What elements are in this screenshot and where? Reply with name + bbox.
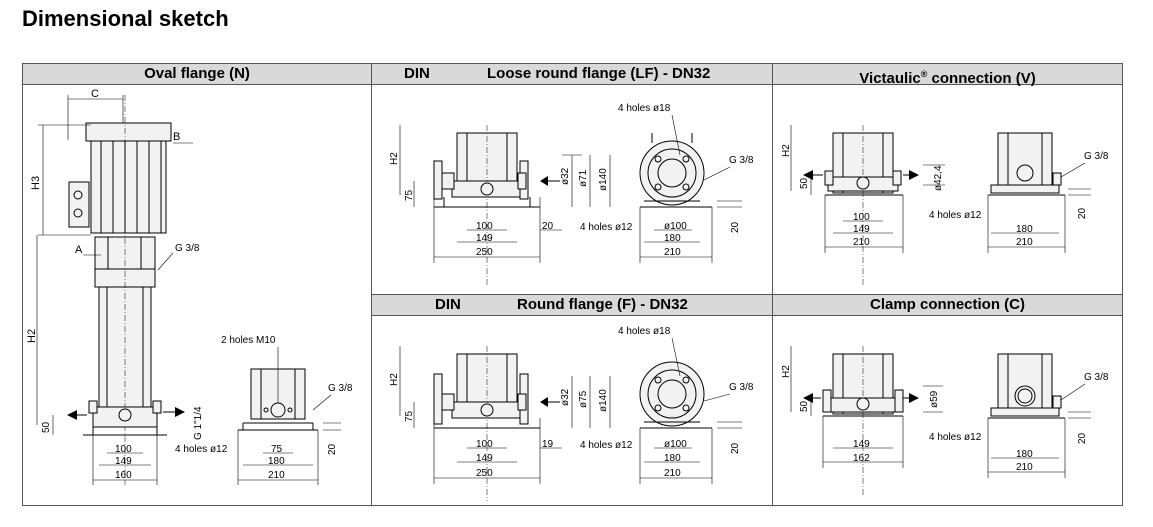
clamp-label-g38: G 3/8 [1084,372,1109,383]
victaulic-label-210b: 210 [1016,237,1033,248]
oval-flange-drawing: C B H3 A G 3/8 [26,88,353,485]
lf-label-holes18: 4 holes ø18 [618,103,671,114]
oval-label-75: 75 [271,444,283,455]
oval-label-160: 160 [115,470,132,481]
oval-label-g38: G 3/8 [175,243,200,254]
victaulic-panel: Victaulic® connection (V) H2 50 ø42,4 10… [772,63,1123,295]
victaulic-title: Victaulic® connection (V) [859,69,1036,87]
lf-label-250: 250 [476,247,493,258]
oval-label-holes-m10: 2 holes M10 [221,335,276,346]
rf-label-d75: ø75 [578,390,589,408]
victaulic-label-d424: ø42,4 [933,165,944,191]
lf-label-180: 180 [664,233,681,244]
lf-label-d100: ø100 [664,221,687,232]
clamp-label-d59: ø59 [929,390,940,408]
victaulic-label-g38: G 3/8 [1084,151,1109,162]
oval-label-g38b: G 3/8 [328,383,353,394]
rf-title: Round flange (F) - DN32 [517,296,688,313]
oval-label-20: 20 [327,443,338,455]
oval-label-210: 210 [268,470,285,481]
oval-label-h3: H3 [30,176,42,190]
rf-label-d100: ø100 [664,439,687,450]
victaulic-label-149: 149 [853,224,870,235]
round-flange-panel: DIN Round flange (F) - DN32 H2 75 100 14… [371,294,773,506]
victaulic-label-20: 20 [1077,207,1088,219]
victaulic-label-h2: H2 [781,144,792,157]
lf-label-d32: ø32 [560,167,571,185]
rf-label-100: 100 [476,439,493,450]
lf-label-g38: G 3/8 [729,155,754,166]
clamp-label-20: 20 [1077,432,1088,444]
victaulic-header: Victaulic® connection (V) [773,64,1122,87]
terminal-box [68,181,90,228]
oval-flange-panel: Oval flange (N) C B H3 A G 3/8 [22,63,372,506]
oval-label-holes12: 4 holes ø12 [175,444,228,455]
clamp-label-162: 162 [853,453,870,464]
lf-label-20: 20 [542,221,554,232]
clamp-label-50: 50 [799,400,810,412]
oval-flange-header: Oval flange (N) [23,64,371,85]
round-flange-header: DIN Round flange (F) - DN32 [372,295,772,316]
oval-label-c: C [91,88,99,100]
lf-label-100: 100 [476,221,493,232]
oval-label-g114: G 1"1/4 [193,406,204,440]
clamp-label-149: 149 [853,439,870,450]
lf-label-d140: ø140 [598,168,609,191]
oval-label-149: 149 [115,456,132,467]
loose-round-flange-header: DIN Loose round flange (LF) - DN32 [372,64,772,85]
lf-title: Loose round flange (LF) - DN32 [487,65,711,82]
oval-label-50: 50 [41,421,52,433]
loose-round-flange-drawing: H2 75 100 149 250 20 ø32 ø71 ø140 4 hole… [389,103,754,285]
rf-label-75: 75 [404,410,415,422]
rf-label-149: 149 [476,453,493,464]
victaulic-label-holes12: 4 holes ø12 [929,210,982,221]
oval-label-b: B [173,131,180,143]
rf-label-180: 180 [664,453,681,464]
clamp-label-h2: H2 [781,365,792,378]
clamp-header: Clamp connection (C) [773,295,1122,316]
rf-label-250: 250 [476,468,493,479]
rf-label-holes18: 4 holes ø18 [618,326,671,337]
rf-din-label: DIN [435,296,461,313]
clamp-label-holes12: 4 holes ø12 [929,432,982,443]
victaulic-label-50: 50 [799,177,810,189]
oval-label-180: 180 [268,456,285,467]
rf-label-20: 20 [730,442,741,454]
rf-label-g38: G 3/8 [729,382,754,393]
victaulic-label-100: 100 [853,212,870,223]
lf-label-h2: H2 [389,152,400,165]
oval-flange-title: Oval flange (N) [144,65,250,82]
clamp-label-210: 210 [1016,462,1033,473]
page-title: Dimensional sketch [22,6,229,31]
loose-round-flange-panel: DIN Loose round flange (LF) - DN32 H2 75… [371,63,773,295]
clamp-drawing: H2 50 ø59 149 162 G 3/8 4 holes ø12 180 … [781,346,1109,496]
rf-label-d32: ø32 [560,388,571,406]
rf-label-holes12: 4 holes ø12 [580,440,633,451]
lf-din-label: DIN [404,65,430,82]
victaulic-drawing: H2 50 ø42,4 100 149 210 G 3/8 4 holes ø1… [781,125,1109,285]
clamp-panel: Clamp connection (C) H2 50 ø59 149 162 [772,294,1123,506]
lf-label-149: 149 [476,233,493,244]
round-flange-drawing: H2 75 100 149 250 19 ø32 ø75 ø140 4 hole… [389,326,754,501]
rf-label-h2: H2 [389,373,400,386]
victaulic-label-210: 210 [853,237,870,248]
clamp-title: Clamp connection (C) [869,296,1025,313]
lf-label-20b: 20 [730,221,741,233]
lf-label-holes12: 4 holes ø12 [580,222,633,233]
rf-label-d140: ø140 [598,389,609,412]
rf-label-19: 19 [542,439,554,450]
lf-label-75: 75 [404,189,415,201]
oval-label-100: 100 [115,444,132,455]
lf-label-d71: ø71 [578,169,589,187]
victaulic-label-180: 180 [1016,224,1033,235]
rf-label-210: 210 [664,468,681,479]
lf-label-210: 210 [664,247,681,258]
oval-label-a: A [75,244,83,256]
oval-label-h2: H2 [26,329,38,343]
clamp-label-180: 180 [1016,449,1033,460]
